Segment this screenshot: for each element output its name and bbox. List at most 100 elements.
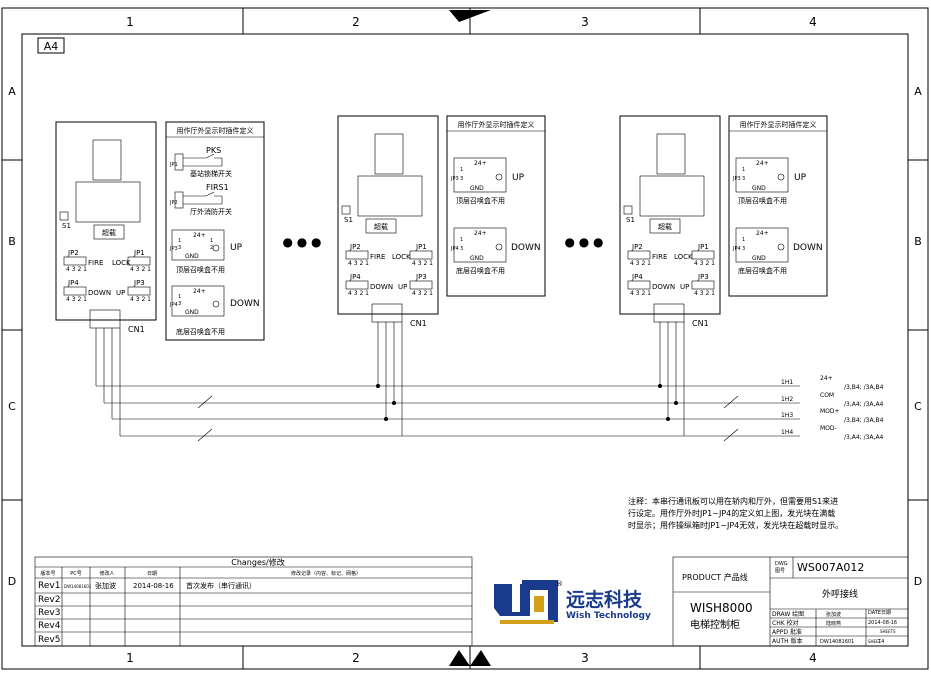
sheets-value: 14 [878, 639, 884, 645]
s1-switch-icon [341, 205, 351, 215]
s1-switch-icon [59, 211, 69, 221]
pin-1: 1 [178, 294, 181, 300]
display-label-box [649, 218, 681, 234]
dwg-title: 外呼接线 [822, 588, 858, 600]
jp1-side-label: JP1 [169, 162, 178, 168]
down-24-label: 24+ [193, 288, 206, 295]
pin-1: 1 [742, 167, 745, 173]
up-label: UP [680, 283, 689, 291]
firs-label: FIRS1 [206, 183, 229, 192]
display-label-box [93, 224, 125, 240]
top-center-mark-icon [449, 10, 491, 22]
row-label-right-b: B [914, 235, 922, 248]
up-desc: 顶层召唤盒不用 [456, 196, 505, 205]
definition-box-3: 用作厅外显示时插件定义 24+ GND 1 3 JP3 UP 顶层召唤盒不用 2… [728, 115, 828, 297]
down-lamp-icon [777, 243, 785, 251]
up-label: UP [116, 289, 125, 297]
definition-box-2: 用作厅外显示时插件定义 24+ GND 1 3 JP3 UP 顶层召唤盒不用 2… [446, 115, 546, 297]
dwg-label-cn: 图号 [775, 568, 785, 574]
board-outline [337, 115, 439, 315]
dwg-label: DWG [775, 561, 788, 567]
wire-2-ref: /3,A4; /3A,A4 [844, 401, 884, 408]
down-desc: 底层召唤盒不用 [456, 266, 505, 275]
jp4-label: JP4 [631, 273, 643, 281]
up-label: UP [398, 283, 407, 291]
lock-label: LOCK [674, 253, 693, 261]
col-label-bottom-2: 2 [352, 651, 360, 665]
jp4-pins: 4 3 2 1 [630, 290, 651, 297]
rev-4: Rev4 [38, 621, 61, 631]
led-matrix-top-icon [92, 139, 122, 181]
pin-1: 1 [178, 238, 181, 244]
cn1-label: CN1 [410, 319, 427, 328]
wire-1-signal: 24+ [820, 375, 833, 382]
up-gnd-label: GND [185, 253, 199, 260]
jp4-side-label: JP4 [450, 246, 459, 252]
draw-label: DRAW 绘图 [772, 610, 804, 618]
down-label: DOWN [511, 243, 541, 253]
jp1-label: JP1 [415, 243, 427, 251]
changes-header-rev: 版本号 [40, 570, 55, 577]
board-1: S1 超载 JP2 4 3 2 1 FIRE JP1 LOCK 4 3 2 1 … [55, 121, 157, 334]
rev-1-by: 张加波 [95, 581, 116, 590]
jp2-connector-icon [627, 250, 651, 260]
col-label-bottom-4: 4 [809, 651, 817, 665]
definition-box-outline [165, 121, 265, 341]
cn1-connector-icon [653, 303, 685, 323]
note-line-3: 时显示；用作操纵箱时JP1~JP4无效，发光块在超载时显示。 [628, 520, 843, 530]
definition-box-1: 用作厅外显示时插件定义 PKS JP1 基站锁梯开关 FIRS1 JP2 厅外消… [165, 121, 265, 341]
company-logo: ® 远志科技 Wish Technology [494, 580, 651, 624]
cn1-connector-icon [89, 309, 121, 329]
s1-switch-icon [623, 205, 633, 215]
up-desc: 顶层召唤盒不用 [738, 196, 787, 205]
date-value: 2014-08-16 [868, 620, 897, 626]
jp3-connector-icon [409, 280, 433, 290]
jp3-side-label: JP3 [169, 246, 178, 252]
pin-2-right: 2 [210, 245, 213, 251]
up-24-label: 24+ [756, 160, 769, 167]
row-label-left-c: C [8, 400, 16, 413]
down-button-circuit [171, 285, 225, 317]
pin-1-right: 1 [210, 238, 213, 244]
sheet-size-label: A4 [44, 40, 59, 53]
rev-2: Rev2 [38, 595, 60, 605]
display-label: 超载 [102, 228, 116, 237]
wire-3-signal: MOD+ [820, 408, 840, 415]
jp3-label: JP3 [415, 273, 427, 281]
board-outline [55, 121, 157, 321]
jp1-pins: 4 3 2 1 [130, 266, 151, 273]
wire-4-id: 1H4 [781, 429, 793, 436]
pin-1: 1 [742, 237, 745, 243]
jp2-connector-icon [63, 256, 87, 266]
up-label: UP [794, 173, 807, 183]
wish-logo-icon [494, 580, 558, 624]
jp4-side-label: JP4 [169, 302, 178, 308]
pin-3: 3 [742, 246, 745, 252]
pin-1: 1 [460, 167, 463, 173]
jp1-pins: 4 3 2 1 [412, 260, 433, 267]
bus-junctions [376, 384, 678, 421]
product-desc: 电梯控制柜 [690, 618, 740, 631]
changes-title: Changes/修改 [231, 557, 285, 567]
wire-3-ref: /3,B4; /3A,B4 [844, 417, 884, 424]
col-label-bottom-3: 3 [581, 651, 589, 665]
up-lamp-icon [777, 173, 785, 181]
down-gnd-label: GND [470, 255, 484, 262]
jp2-header-icon [174, 191, 184, 209]
lock-label: LOCK [112, 259, 131, 267]
pks-switch-icon [183, 153, 223, 167]
jp1-header-icon [174, 153, 184, 171]
up-desc: 顶层召唤盒不用 [176, 265, 225, 274]
rev-1-desc: 首次发布（串行通讯） [186, 581, 256, 590]
up-lamp-icon [495, 173, 503, 181]
auth-label: AUTH 版本 [772, 637, 803, 645]
firs-switch-icon [183, 191, 223, 205]
col-label-top-2: 2 [352, 15, 360, 29]
fire-label: FIRE [370, 253, 385, 261]
row-label-left-d: D [8, 575, 16, 588]
definition-box-title: 用作厅外显示时插件定义 [177, 126, 254, 135]
down-desc: 底层召唤盒不用 [176, 327, 225, 336]
title-block [672, 556, 909, 647]
row-label-right-c: C [914, 400, 922, 413]
sheets-label: SHEETS [880, 629, 896, 634]
